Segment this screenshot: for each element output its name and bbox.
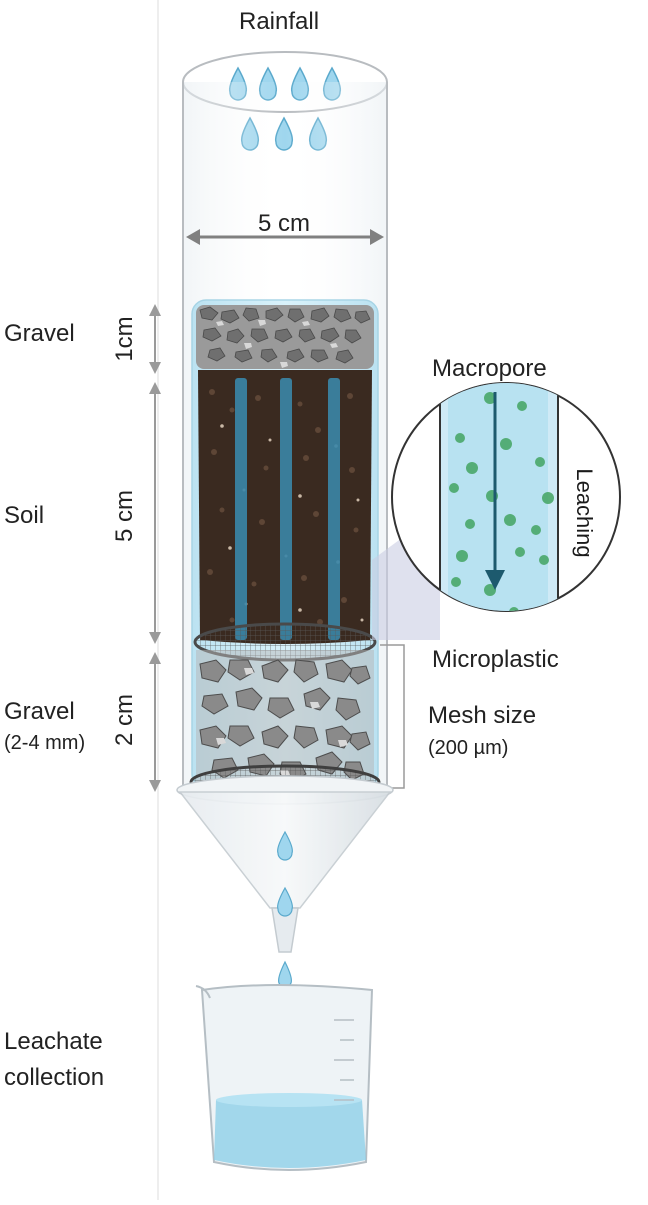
bottom-gravel-size-label: (2-4 mm) bbox=[4, 732, 86, 754]
soil-height-label: 5 cm bbox=[111, 490, 138, 543]
microplastic-label: Microplastic bbox=[432, 646, 559, 673]
bottom-gravel-label: Gravel bbox=[4, 698, 75, 725]
beaker bbox=[195, 984, 374, 1171]
leachate-label-line2: collection bbox=[4, 1064, 105, 1091]
leaching-arrow bbox=[485, 392, 505, 590]
macropore-label: Macropore bbox=[432, 355, 547, 382]
top-gravel-label: Gravel bbox=[4, 320, 75, 347]
rainfall-label: Rainfall bbox=[239, 8, 320, 35]
top-gravel-height-label: 1cm bbox=[111, 316, 138, 362]
width-label: 5 cm bbox=[258, 210, 311, 237]
top-gravel-layer bbox=[196, 305, 374, 369]
macropore-zoom-inset bbox=[391, 382, 621, 612]
leachate-drop bbox=[278, 960, 292, 988]
bottom-gravel-height-label: 2 cm bbox=[111, 694, 138, 747]
bottom-gravel-layer bbox=[196, 650, 374, 783]
macropores bbox=[235, 378, 340, 640]
width-dimension-arrow bbox=[186, 229, 384, 245]
mesh-size-value: (200 µm) bbox=[428, 737, 509, 759]
soil-label: Soil bbox=[4, 502, 45, 529]
height-dimension-arrows bbox=[149, 304, 161, 792]
leachate-label-line1: Leachate bbox=[4, 1028, 103, 1055]
leaching-label: Leaching bbox=[572, 468, 597, 558]
mesh-size-label: Mesh size bbox=[428, 702, 537, 729]
funnel bbox=[176, 775, 394, 953]
